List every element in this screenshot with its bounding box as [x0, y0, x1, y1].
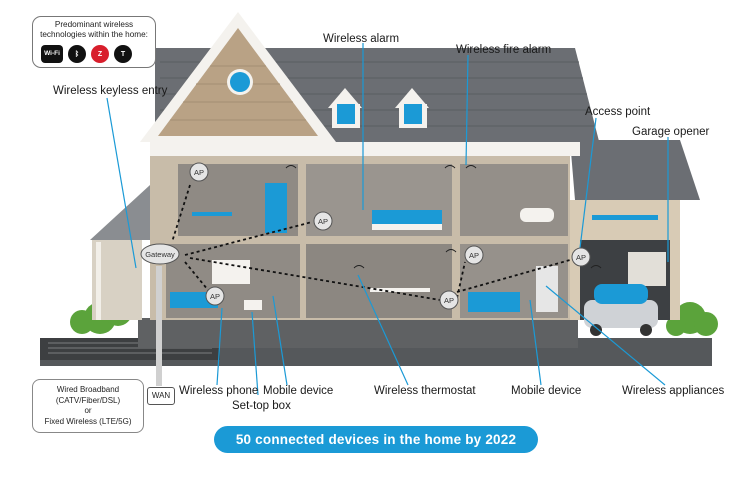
kitchen-island	[468, 292, 520, 312]
ap-node-label: AP	[576, 253, 586, 262]
technologies-title: Predominant wireless technologies within…	[40, 20, 148, 39]
ap-node: AP	[313, 211, 333, 231]
car	[584, 284, 658, 336]
label-mobile-device-left: Mobile device	[263, 385, 334, 397]
ap-node: AP	[189, 162, 209, 182]
label-wireless-fire-alarm: Wireless fire alarm	[456, 44, 552, 56]
garage-door	[628, 252, 666, 286]
ap-node-label: AP	[444, 296, 454, 305]
leader-lines	[106, 43, 669, 396]
gateway-node: Gateway	[140, 243, 180, 265]
ap-node: AP	[439, 290, 459, 310]
round-window	[230, 72, 250, 92]
connection-lines	[171, 184, 578, 301]
label-set-top-box: Set-top box	[232, 400, 291, 412]
wired-broadband-text: Wired Broadband (CATV/Fiber/DSL) or Fixe…	[44, 385, 132, 426]
technologies-legend: Predominant wireless technologies within…	[32, 16, 156, 68]
porch-roof	[90, 185, 150, 240]
ap-node-label: AP	[318, 217, 328, 226]
dormer-left	[328, 88, 362, 128]
fridge	[536, 266, 558, 312]
gateway-label: Gateway	[145, 250, 175, 259]
porch-column	[96, 242, 101, 320]
wan-box: WAN	[147, 387, 175, 405]
bed-base	[372, 224, 442, 230]
eave-trim	[150, 142, 580, 156]
label-mobile-device-right: Mobile device	[511, 385, 582, 397]
label-wireless-phone: Wireless phone	[179, 385, 259, 397]
dormer-right	[395, 88, 429, 128]
thread-icon: T	[114, 45, 132, 63]
bluetooth-icon: ᛒ	[68, 45, 86, 63]
wired-broadband-box: Wired Broadband (CATV/Fiber/DSL) or Fixe…	[32, 379, 144, 433]
zwave-icon: Z	[91, 45, 109, 63]
ap-node-label: AP	[469, 251, 479, 260]
ap-node-label: AP	[210, 292, 220, 301]
ap-node: AP	[571, 247, 591, 267]
label-wireless-thermostat: Wireless thermostat	[374, 385, 476, 397]
gable-siding-lines	[170, 65, 306, 121]
ap-node: AP	[205, 286, 225, 306]
label-garage-opener: Garage opener	[632, 126, 710, 138]
connected-devices-banner: 50 connected devices in the home by 2022	[214, 426, 538, 453]
utility-pipe	[156, 266, 162, 386]
ap-node: AP	[464, 245, 484, 265]
ap-node-label: AP	[194, 168, 204, 177]
tv	[212, 260, 250, 284]
room-dining	[306, 244, 452, 318]
bathtub	[520, 208, 554, 222]
label-access-point: Access point	[585, 106, 651, 118]
room-upstairs-bath	[460, 164, 568, 236]
foundation	[138, 318, 578, 348]
technology-icons: Wi-Fi ᛒ Z T	[41, 45, 132, 63]
label-wireless-keyless-entry: Wireless keyless entry	[53, 85, 168, 97]
wifi-icon: Wi-Fi	[41, 45, 63, 63]
dining-table	[370, 288, 430, 292]
label-wireless-appliances: Wireless appliances	[622, 385, 725, 397]
signal-icon	[285, 165, 602, 269]
garage-windows	[592, 215, 658, 220]
bed	[372, 210, 442, 224]
set-top-box	[244, 300, 262, 310]
desk	[192, 212, 232, 216]
label-wireless-alarm: Wireless alarm	[323, 33, 400, 45]
door-upstairs	[265, 183, 287, 233]
